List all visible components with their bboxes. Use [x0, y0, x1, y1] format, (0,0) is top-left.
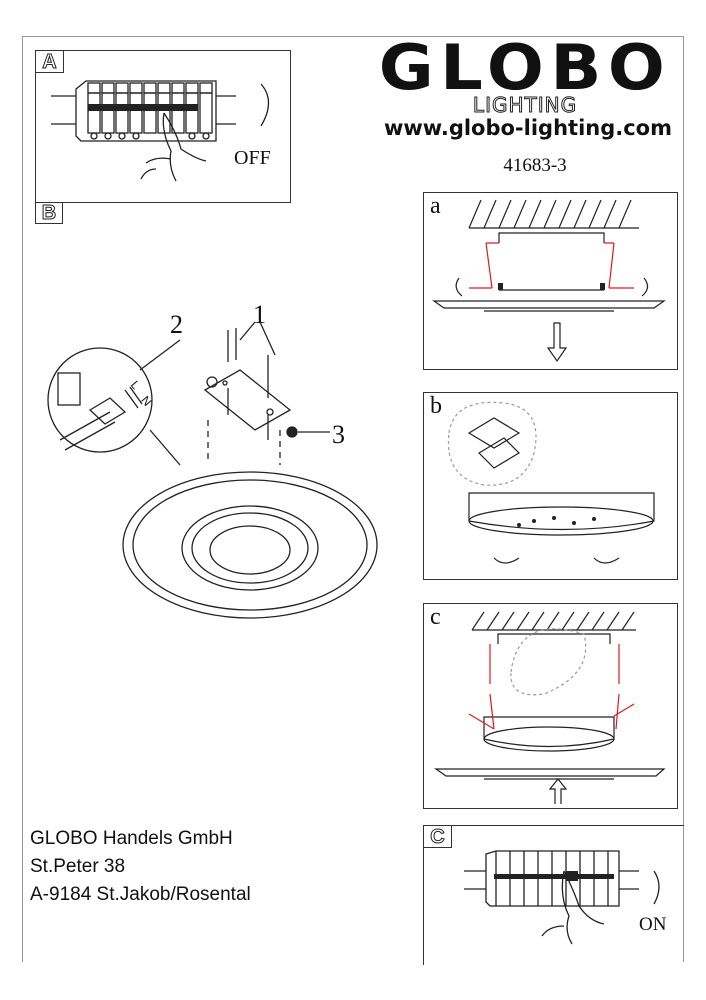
step-b-disconnect-wiring: b: [423, 392, 678, 580]
step-a-power-off: A OFF: [35, 50, 291, 203]
address-company: GLOBO Handels GmbH: [30, 828, 233, 849]
logo-sub: LIGHTING: [472, 93, 578, 118]
website: www.globo-lighting.com: [383, 116, 672, 140]
page-frame-right: [683, 36, 684, 962]
step-a-remove-cover: a: [423, 192, 678, 370]
globo-logo: GLOBO: [375, 37, 675, 99]
step-tag-a: A: [36, 51, 64, 74]
lamp-mounting-drawing: [434, 611, 666, 804]
ceiling-lamp-exploded-drawing: [47, 321, 378, 619]
step-letter-c: c: [430, 604, 441, 630]
cover-removal-drawing: [432, 199, 666, 363]
step-c-power-on: C ON: [423, 825, 684, 965]
page-frame-top: [22, 36, 684, 37]
step-tag-b: B: [35, 202, 63, 225]
state-label-off: OFF: [234, 147, 271, 169]
logo-text: GLOBO: [378, 31, 672, 104]
step-c-mount-lamp: c: [423, 603, 678, 809]
step-tag-c: C: [424, 826, 452, 849]
callout-1: 1: [253, 300, 266, 329]
step-b-assembly-overview: 1 2 3 L N: [30, 300, 390, 630]
circuit-breaker-on-drawing: [464, 850, 660, 945]
callout-3: 3: [332, 420, 345, 449]
model-number: 41683-3: [503, 155, 567, 176]
wiring-disconnect-drawing: [447, 401, 655, 564]
address-street: St.Peter 38: [30, 856, 126, 877]
callout-2: 2: [170, 310, 183, 339]
state-label-on: ON: [639, 914, 667, 935]
address-city: A-9184 St.Jakob/Rosental: [30, 884, 251, 905]
circuit-breaker-off-drawing: [51, 80, 270, 182]
step-letter-a: a: [430, 193, 441, 219]
step-letter-b: b: [430, 393, 442, 419]
page-frame-left: [22, 36, 23, 962]
